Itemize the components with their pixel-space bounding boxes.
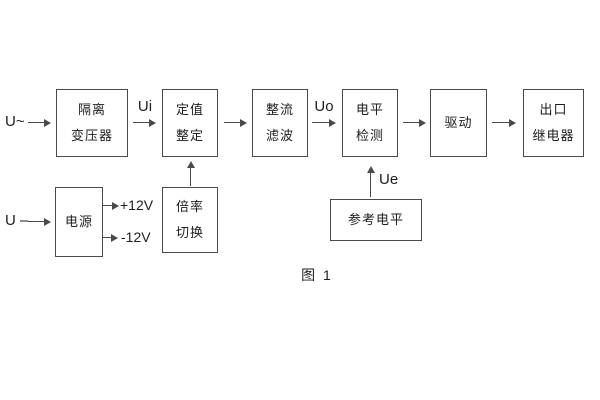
arrow-shaft <box>28 121 44 124</box>
block-isolation-transformer-line1: 隔离 <box>77 101 106 117</box>
block-rectifier-filter: 整流 滤波 <box>252 89 308 157</box>
arrow-up-icon <box>366 166 375 173</box>
arrow-ratio-to-setting <box>186 161 195 186</box>
block-isolation-transformer-line2: 变压器 <box>70 127 113 143</box>
block-ratio-switch-line2: 切换 <box>175 224 204 240</box>
block-ratio-switch-line1: 倍率 <box>175 198 204 214</box>
arrow-right-icon <box>44 118 51 127</box>
label-ui-signal: Ui <box>137 98 153 115</box>
block-drive: 驱动 <box>430 89 487 157</box>
label-pos-rail: +12V <box>120 197 154 213</box>
arrow-shaft <box>369 173 372 197</box>
arrow-shaft <box>103 204 112 207</box>
arrow-shaft <box>403 121 419 124</box>
block-output-relay: 出口 继电器 <box>523 89 584 157</box>
arrow-shaft <box>133 121 149 124</box>
block-value-setting-line1: 定值 <box>175 101 204 117</box>
block-level-detection: 电平 检测 <box>342 89 398 157</box>
block-output-relay-line1: 出口 <box>539 101 568 117</box>
block-value-setting-line2: 整定 <box>175 127 204 143</box>
arrow-right-icon <box>240 118 247 127</box>
block-level-detection-line2: 检测 <box>355 127 384 143</box>
label-neg-rail: -12V <box>121 229 151 245</box>
arrow-up-icon <box>186 161 195 168</box>
label-ue-signal: Ue <box>379 171 399 188</box>
arrow-right-icon <box>149 118 156 127</box>
arrow-shaft <box>224 121 240 124</box>
block-ratio-switch: 倍率 切换 <box>162 187 218 253</box>
arrow-shaft <box>492 121 509 124</box>
block-isolation-transformer: 隔离 变压器 <box>56 89 128 157</box>
arrow-shaft <box>189 168 192 186</box>
figure-caption: 图 1 <box>301 267 333 283</box>
arrow-shaft <box>28 220 44 223</box>
arrow-reference-to-level <box>366 166 375 197</box>
arrow-right-icon <box>509 118 516 127</box>
label-ac-input: U~ <box>5 113 25 130</box>
arrow-shaft <box>312 121 329 124</box>
arrow-neg-rail <box>103 233 118 242</box>
label-uo-signal: Uo <box>314 98 334 115</box>
block-level-detection-line1: 电平 <box>355 101 384 117</box>
block-reference-level: 参考电平 <box>330 199 422 241</box>
arrow-right-icon <box>419 118 426 127</box>
block-rectifier-filter-line1: 整流 <box>265 101 294 117</box>
block-drive-label: 驱动 <box>444 114 473 130</box>
arrow-right-icon <box>111 233 118 242</box>
arrow-uo-signal <box>312 118 336 127</box>
arrow-dc-input <box>28 217 51 226</box>
arrow-pos-rail <box>103 201 119 210</box>
block-reference-level-label: 参考电平 <box>347 211 404 227</box>
arrow-shaft <box>103 236 111 239</box>
arrow-setting-to-rectifier <box>224 118 247 127</box>
block-rectifier-filter-line2: 滤波 <box>265 127 294 143</box>
block-output-relay-line2: 继电器 <box>532 127 575 143</box>
arrow-right-icon <box>44 217 51 226</box>
block-value-setting: 定值 整定 <box>162 89 218 157</box>
arrow-ui-signal <box>133 118 156 127</box>
arrow-level-to-drive <box>403 118 426 127</box>
label-dc-input: U – <box>5 212 29 229</box>
arrow-ac-input <box>28 118 51 127</box>
arrow-drive-to-relay <box>492 118 516 127</box>
block-power-supply-label: 电源 <box>64 213 93 229</box>
arrow-right-icon <box>329 118 336 127</box>
block-power-supply: 电源 <box>55 187 103 257</box>
arrow-right-icon <box>112 201 119 210</box>
